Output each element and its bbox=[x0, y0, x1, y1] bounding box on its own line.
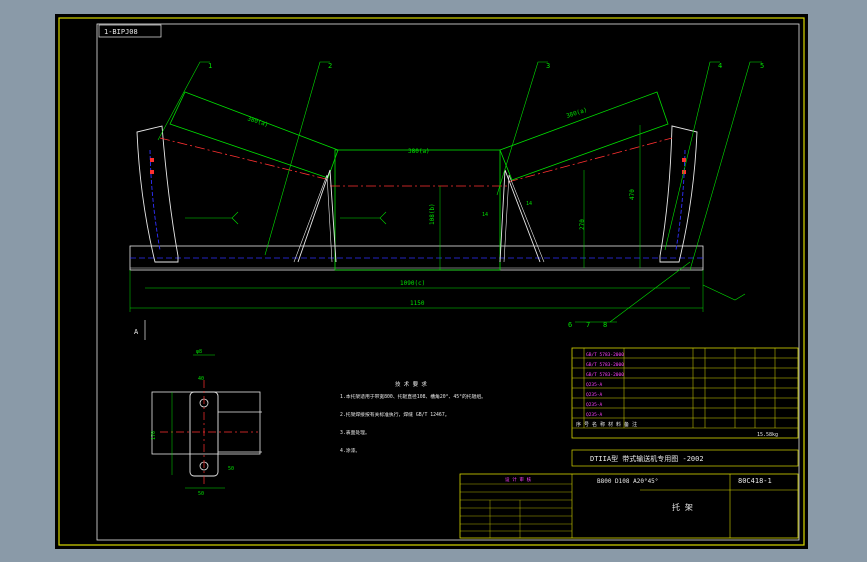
part-row-6: Q235-A bbox=[586, 402, 603, 408]
weld-symbols bbox=[185, 211, 746, 301]
inner-frame bbox=[96, 23, 800, 541]
dim-width-a: 40 bbox=[198, 376, 204, 382]
callout-7: 7 bbox=[586, 321, 590, 329]
title-block: GB/T 5783-2000 GB/T 5783-2000 GB/T 5783-… bbox=[459, 347, 799, 539]
callout-8: 8 bbox=[603, 321, 607, 329]
left-bracket-hidden bbox=[149, 149, 161, 251]
callout-leaders bbox=[157, 61, 762, 323]
dim-center-len: 380(a) bbox=[408, 148, 430, 155]
dim-vert-1: 108(b) bbox=[429, 203, 436, 225]
weight: 15.58kg bbox=[757, 432, 778, 438]
part-row-7: Q235-A bbox=[586, 412, 603, 418]
part-row-2: GB/T 5783-2000 bbox=[586, 362, 624, 368]
series-title: DTIIA型 带式输送机专用图 -2002 bbox=[590, 454, 704, 463]
right-bracket bbox=[659, 125, 698, 263]
part-name: 托 架 bbox=[672, 502, 693, 512]
dim-small-2: 14 bbox=[482, 212, 488, 218]
view-label: A bbox=[134, 328, 139, 336]
callout-1: 1 bbox=[208, 62, 212, 70]
callout-4: 4 bbox=[718, 62, 722, 70]
tech-line-3: 3.表面处理。 bbox=[340, 429, 370, 436]
drawing-id-box bbox=[98, 24, 162, 38]
dim-vert-3: 470 bbox=[629, 189, 636, 200]
parts-list-frame bbox=[571, 347, 799, 439]
dim-span-1: 1090(c) bbox=[400, 280, 425, 287]
part-row-3: GB/T 5783-2000 bbox=[586, 372, 624, 378]
tech-line-4: 4.涂漆。 bbox=[340, 447, 360, 454]
center-roller bbox=[334, 149, 501, 271]
left-bracket bbox=[136, 125, 179, 263]
series-box bbox=[571, 449, 799, 467]
tech-line-1: 1.本托架适用于带宽800、托辊直径108、槽角20°、45°的托辊组。 bbox=[340, 393, 486, 400]
tech-heading: 技 术 要 求 bbox=[395, 380, 427, 388]
drawing-id: 1-BIPJ08 bbox=[104, 28, 138, 36]
dim-small-3: 14 bbox=[526, 201, 532, 207]
dim-small-1: φ8 bbox=[196, 349, 202, 355]
part-row-1: GB/T 5783-2000 bbox=[586, 352, 624, 358]
dim-gap: 50 bbox=[228, 466, 234, 472]
main-view: 1090(c) 1150 380(a) 380(a) 380(a) 108(b)… bbox=[129, 61, 764, 340]
bracket-bolts bbox=[150, 158, 686, 174]
right-wing-roller bbox=[499, 91, 669, 181]
dim-height-a: 170 bbox=[151, 431, 157, 440]
drawing-sheet bbox=[55, 14, 808, 549]
dim-width-b: 50 bbox=[198, 491, 204, 497]
callout-3: 3 bbox=[546, 62, 550, 70]
main-title-frame bbox=[459, 473, 799, 539]
drawing-no: 80C418-1 bbox=[738, 477, 772, 485]
tech-requirements: 技 术 要 求 1.本托架适用于带宽800、托辊直径108、槽角20°、45°的… bbox=[340, 380, 486, 454]
spec: B800 D108 A20°45° bbox=[597, 478, 658, 485]
part-row-5: Q235-A bbox=[586, 392, 603, 398]
part-row-4: Q235-A bbox=[586, 382, 603, 388]
revision-heading: 设 计 审 核 bbox=[505, 476, 532, 483]
dim-vert-2: 270 bbox=[579, 219, 586, 230]
left-roller-axis bbox=[159, 137, 331, 181]
callout-6: 6 bbox=[568, 321, 572, 329]
left-support-leg bbox=[297, 169, 337, 263]
dim-span-2: 1150 bbox=[410, 300, 425, 307]
sheet-border bbox=[58, 17, 805, 546]
parts-label-row: 序 号 名 称 材 料 备 注 bbox=[576, 421, 637, 428]
callout-2: 2 bbox=[328, 62, 332, 70]
callout-5: 5 bbox=[760, 62, 764, 70]
section-view-a: φ8 40 50 170 50 bbox=[151, 349, 262, 497]
right-bracket-hidden bbox=[675, 149, 686, 251]
tech-line-2: 2.托架焊接按有关标准执行，焊缝 GB/T 12467。 bbox=[340, 411, 450, 418]
